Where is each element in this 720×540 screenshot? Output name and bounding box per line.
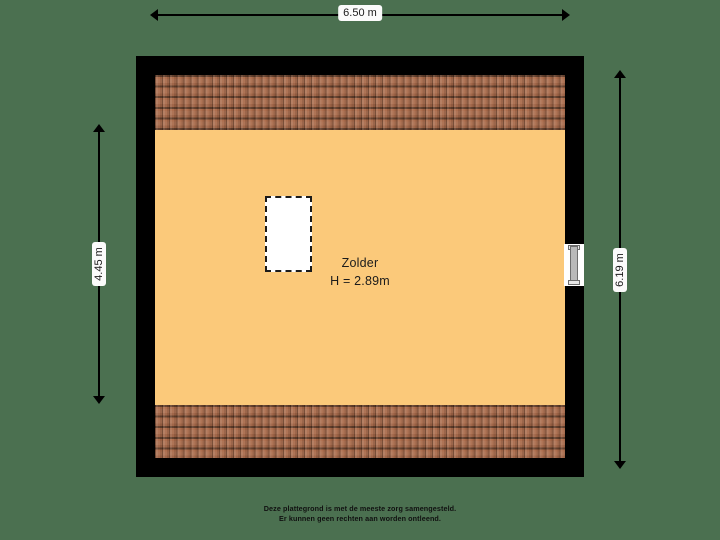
dimension-arrow-bottom bbox=[614, 461, 626, 469]
dimension-left-label: 4.45 m bbox=[92, 242, 106, 286]
dimension-top-label: 6.50 m bbox=[338, 5, 382, 21]
dimension-arrow-bottom bbox=[93, 396, 105, 404]
window-right-wall bbox=[564, 244, 584, 286]
disclaimer-line-2: Er kunnen geen rechten aan worden ontlee… bbox=[278, 514, 442, 523]
room-interior bbox=[155, 75, 565, 458]
dimension-right: 6.19 m bbox=[613, 70, 627, 469]
roof-slope-bottom-icon bbox=[155, 405, 565, 458]
dimension-arrow-top bbox=[93, 124, 105, 132]
dimension-arrow-right bbox=[562, 9, 570, 21]
dimension-top: 6.50 m bbox=[150, 5, 570, 22]
window-frame-bottom bbox=[568, 280, 580, 285]
dimension-left-text: 4.45 m bbox=[93, 247, 106, 281]
window-pane bbox=[570, 246, 578, 284]
stairwell-void bbox=[265, 196, 312, 272]
dimension-arrow-top bbox=[614, 70, 626, 78]
dimension-left: 4.45 m bbox=[92, 124, 106, 404]
dimension-right-label: 6.19 m bbox=[613, 247, 627, 292]
dimension-right-text: 6.19 m bbox=[614, 252, 627, 287]
roof-slope-top-icon bbox=[155, 75, 565, 130]
disclaimer-line-1: Deze plattegrond is met de meeste zorg s… bbox=[263, 504, 457, 513]
dimension-arrow-left bbox=[150, 9, 158, 21]
disclaimer: Deze plattegrond is met de meeste zorg s… bbox=[0, 504, 720, 524]
